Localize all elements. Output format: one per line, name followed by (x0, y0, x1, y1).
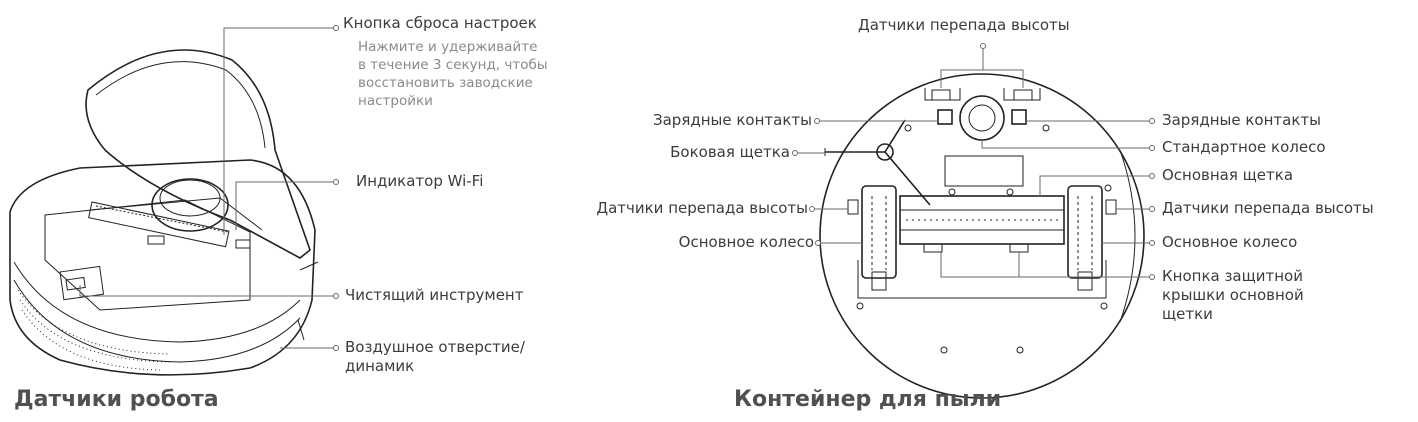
speaker-grille (17, 289, 171, 371)
label-top-cliff-sensors: Датчики перепада высоты (858, 16, 1070, 34)
label-wifi-indicator: Индикатор Wi-Fi (356, 172, 484, 190)
label-reset-button: Кнопка сброса настроек (343, 14, 537, 32)
right-callouts (792, 43, 1155, 280)
robot-bottom-view (819, 73, 1145, 399)
label-main-wheel-left: Основное колесо (678, 233, 814, 251)
label-air-vent-speaker: Воздушное отверстие/ динамик (345, 338, 525, 375)
title-robot-sensors: Датчики робота (14, 387, 219, 412)
title-dust-container: Контейнер для пыли (734, 387, 1002, 412)
main-wheel-right (1067, 185, 1103, 279)
note-reset-instructions: Нажмите и удерживайте в течение 3 секунд… (358, 39, 548, 109)
label-side-brush: Боковая щетка (670, 143, 790, 161)
label-charging-contacts-left: Зарядные контакты (653, 111, 812, 129)
left-callouts (79, 25, 339, 351)
label-cleaning-tool: Чистящий инструмент (345, 286, 524, 304)
main-wheel-left (861, 185, 897, 279)
label-brush-cover-button: Кнопка защитной крышки основной щетки (1162, 267, 1304, 323)
label-cliff-sensors-right: Датчики перепада высоты (1162, 199, 1374, 217)
label-cliff-sensors-left: Датчики перепада высоты (596, 199, 808, 217)
label-main-brush: Основная щетка (1162, 166, 1294, 184)
main-brush (899, 195, 1065, 253)
label-main-wheel-right: Основное колесо (1162, 233, 1298, 251)
screws (856, 124, 1112, 354)
label-standard-wheel: Стандартное колесо (1162, 138, 1326, 156)
robot-top-view (9, 49, 319, 376)
label-charging-contacts-right: Зарядные контакты (1162, 111, 1321, 129)
